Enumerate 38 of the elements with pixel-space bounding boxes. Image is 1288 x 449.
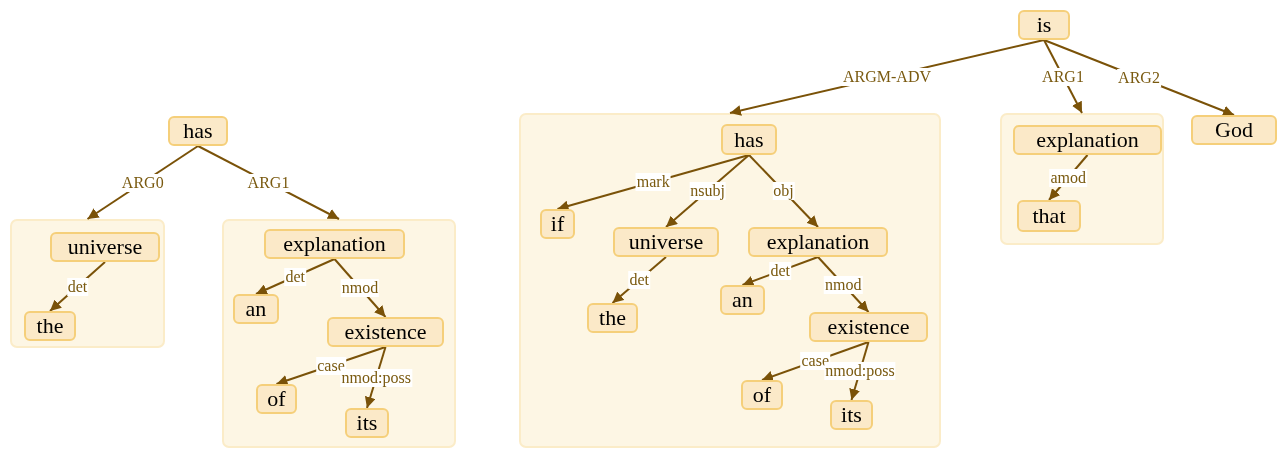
word-box: an (720, 285, 765, 315)
edge-label: obj (772, 182, 795, 200)
word-box: its (345, 408, 389, 438)
edge-label: ARG2 (1117, 68, 1161, 87)
word-box: explanation (748, 227, 888, 257)
word-box: that (1017, 200, 1081, 232)
edge-label: det (769, 262, 791, 280)
phrase-group-box (519, 113, 941, 448)
word-box: if (540, 209, 575, 239)
word-box: the (587, 303, 638, 333)
edge-label: ARG1 (1041, 67, 1085, 86)
edge-label: nmod:poss (824, 362, 896, 380)
word-box: the (24, 311, 76, 341)
arrow (748, 154, 819, 228)
word-box: has (168, 116, 228, 146)
word-box: God (1191, 115, 1277, 145)
edge-label: mark (635, 173, 671, 191)
edge-label: nmod (340, 279, 380, 297)
word-box: is (1018, 10, 1070, 40)
edge-label: nsubj (689, 182, 726, 200)
edge-label: ARGM-ADV (842, 67, 932, 86)
phrase-group-box (1000, 113, 1164, 245)
phrase-group-box (222, 219, 456, 448)
edge-label: ARG1 (246, 173, 291, 192)
phrase-group-box (10, 219, 165, 348)
word-box: explanation (1013, 125, 1162, 155)
word-box: of (741, 380, 783, 410)
word-box: universe (613, 227, 719, 257)
word-box: explanation (264, 229, 405, 259)
edge-label: det (628, 271, 650, 289)
word-box: its (830, 400, 873, 430)
word-box: universe (50, 232, 160, 262)
word-box: an (233, 294, 279, 324)
word-box: existence (809, 312, 928, 342)
word-box: existence (327, 317, 444, 347)
edge-label: ARG0 (120, 173, 165, 192)
word-box: has (721, 124, 777, 155)
word-box: of (256, 384, 297, 414)
